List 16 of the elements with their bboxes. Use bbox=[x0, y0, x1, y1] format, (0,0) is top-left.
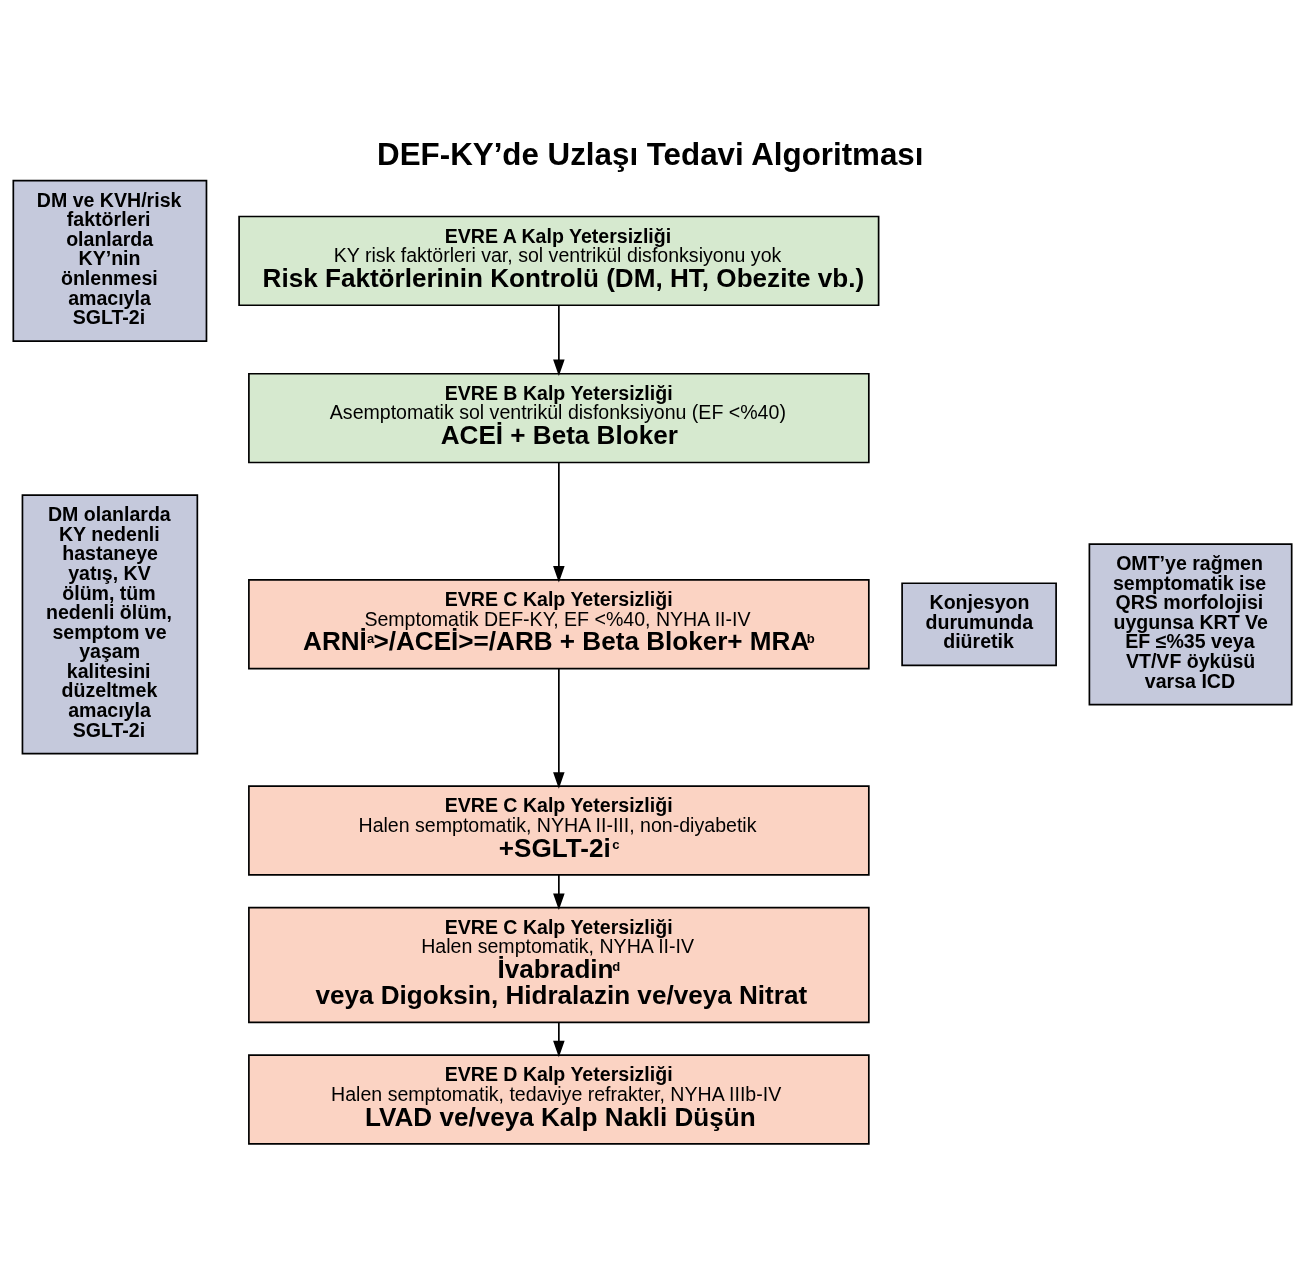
node-box: Konjesyon durumunda diüretik bbox=[901, 581, 1057, 666]
arrow bbox=[553, 461, 565, 582]
node-box: EVRE B Kalp Yetersizliği Asemptomatik sol ventrikül disfonksiyonu (EF <%40) ACEİ + Beta Bloker bbox=[248, 372, 870, 463]
diagram-title: DEF-KY’de Uzlaşı Tedavi Algoritması bbox=[377, 136, 924, 172]
node-box: EVRE C Kalp Yetersizliği Halen semptomatik, NYHA II-III, non-diyabetik +SGLT-2i$^{c}$ bbox=[248, 784, 870, 876]
node-box: EVRE D Kalp Yetersizliği Halen semptomatik, tedaviye refrakter, NYHA IIIb-IV LVAD ve/veya Kalp Nakli Düşün bbox=[248, 1053, 870, 1145]
node-box: DM ve KVH/risk faktörleri olanlarda KY’nin önlenmesi amacıyla SGLT-2i bbox=[12, 179, 208, 342]
arrow bbox=[553, 303, 565, 376]
node-box: DM olanlarda KY nedenli hastaneye yatış, KV ölüm, tüm nedenli ölüm, semptom ve yaşam kalitesini düzeltmek amacıyla SGLT-2i bbox=[21, 493, 199, 754]
node-box: OMT’ye rağmen semptomatik ise QRS morfolojisi uygunsa KRT Ve EF ≤%35 veya VT/VF öyküsü varsa ICD bbox=[1088, 542, 1293, 705]
node-box: EVRE C Kalp Yetersizliği Semptomatik DEF-KY, EF <%40, NYHA II-IV ARNİ$^{a}$>/ACEİ>=/ARB + Beta Bloker+ MRA$^{b}$ bbox=[248, 578, 870, 670]
arrow bbox=[553, 667, 565, 789]
node-box: EVRE C Kalp Yetersizliği Halen semptomatik, NYHA II-IV İvabradin$^{d}$ veya Digoksin, Hidralazin ve/veya Nitrat bbox=[248, 906, 870, 1023]
arrow bbox=[553, 873, 565, 910]
node-box: EVRE A Kalp Yetersizliği KY risk faktörleri var, sol ventrikül disfonksiyonu yok Risk Faktörlerinin Kontrolü (DM, HT, Obezite vb.) bbox=[238, 215, 880, 306]
arrow bbox=[553, 1021, 565, 1057]
